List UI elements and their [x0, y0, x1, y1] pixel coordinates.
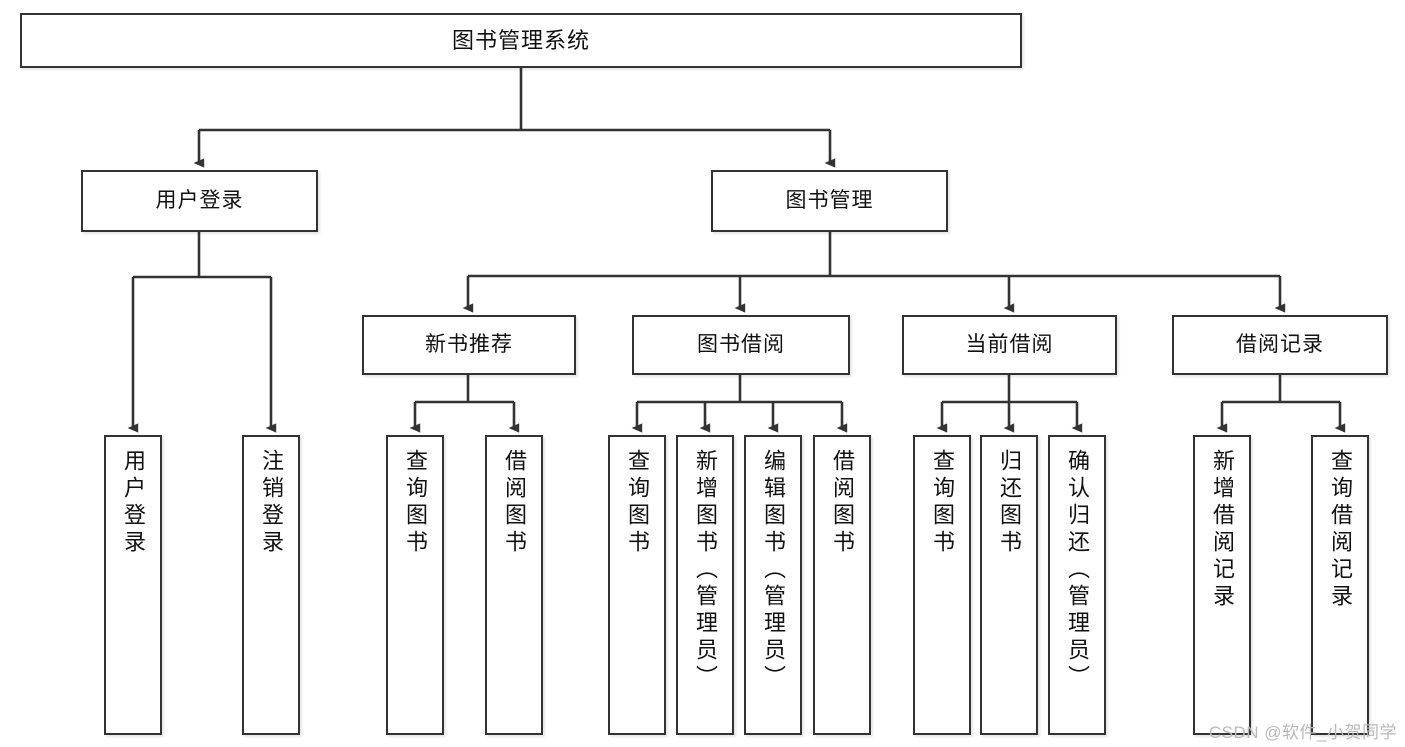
node-leaf-query-book-2[interactable]: 查询图书 [608, 435, 666, 735]
node-leaf-borrow-book-1[interactable]: 借阅图书 [485, 435, 543, 735]
node-leaf-logout[interactable]: 注销登录 [242, 435, 300, 735]
node-leaf-add-book[interactable]: 新增图书（管理员） [676, 435, 734, 735]
node-label: 查询借阅记录 [1328, 449, 1353, 611]
node-label: 查询图书 [930, 449, 955, 557]
node-leaf-return-book[interactable]: 归还图书 [980, 435, 1038, 735]
node-label: 借阅图书 [830, 449, 855, 557]
node-label: 新增借阅记录 [1210, 449, 1235, 611]
node-leaf-confirm-return[interactable]: 确认归还（管理员） [1048, 435, 1106, 735]
node-leaf-query-book-1[interactable]: 查询图书 [386, 435, 444, 735]
node-current-borrow[interactable]: 当前借阅 [902, 315, 1117, 375]
node-leaf-query-record[interactable]: 查询借阅记录 [1311, 435, 1369, 735]
node-leaf-user-login[interactable]: 用户登录 [104, 435, 162, 735]
node-borrow-record[interactable]: 借阅记录 [1172, 315, 1388, 375]
node-leaf-edit-book[interactable]: 编辑图书（管理员） [744, 435, 802, 735]
node-user-login[interactable]: 用户登录 [81, 170, 318, 232]
node-label: 图书管理系统 [451, 27, 590, 53]
node-label: 借阅图书 [502, 449, 527, 557]
node-label: 确认归还（管理员） [1065, 449, 1090, 692]
node-label: 编辑图书（管理员） [761, 449, 786, 692]
node-label: 当前借阅 [965, 332, 1054, 356]
node-label: 用户登录 [155, 188, 244, 212]
node-root-system[interactable]: 图书管理系统 [20, 13, 1022, 68]
node-label: 用户登录 [121, 449, 146, 557]
node-new-book-recommend[interactable]: 新书推荐 [362, 315, 576, 375]
node-book-borrow[interactable]: 图书借阅 [632, 315, 850, 375]
node-label: 图书借阅 [697, 332, 785, 356]
watermark-text: CSDN @软件_小贺同学 [1208, 723, 1397, 742]
node-label: 查询图书 [625, 449, 650, 557]
node-leaf-borrow-book-2[interactable]: 借阅图书 [813, 435, 871, 735]
node-label: 新增图书（管理员） [693, 449, 718, 692]
node-leaf-add-record[interactable]: 新增借阅记录 [1193, 435, 1251, 735]
node-label: 图书管理 [785, 188, 874, 212]
node-label: 查询图书 [403, 449, 428, 557]
node-label: 借阅记录 [1236, 332, 1324, 356]
node-label: 新书推荐 [425, 332, 513, 356]
node-book-management[interactable]: 图书管理 [711, 170, 948, 232]
node-leaf-query-book-3[interactable]: 查询图书 [913, 435, 971, 735]
node-label: 注销登录 [259, 449, 284, 557]
node-label: 归还图书 [997, 449, 1022, 557]
